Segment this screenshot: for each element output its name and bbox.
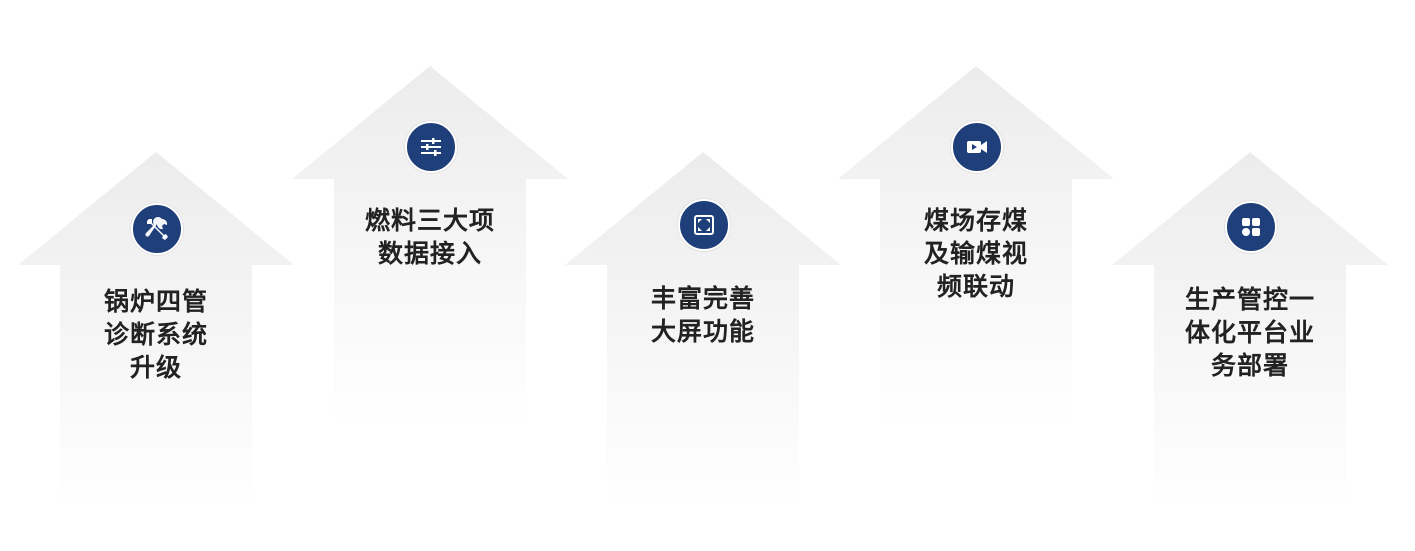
up-arrow-shape [1112, 152, 1388, 512]
up-arrow-shape [565, 152, 841, 512]
arrow-item-2: 燃料三大项 数据接入 [292, 66, 568, 426]
up-arrow-shape [292, 66, 568, 426]
arrow-item-5: 生产管控一 体化平台业 务部署 [1112, 152, 1388, 512]
arrow-item-4: 煤场存煤 及输煤视 频联动 [838, 66, 1114, 426]
item-label-5: 生产管控一 体化平台业 务部署 [1184, 285, 1315, 380]
grid-apps-icon [1225, 201, 1277, 253]
arrow-item-3: 丰富完善 大屏功能 [565, 152, 841, 512]
arrow-item-1: 锅炉四管 诊断系统 升级 [18, 152, 294, 512]
item-label-3: 丰富完善 大屏功能 [650, 284, 755, 346]
video-camera-icon [951, 121, 1003, 173]
item-label-1: 锅炉四管 诊断系统 升级 [103, 287, 208, 382]
item-label-4: 煤场存煤 及输煤视 频联动 [923, 206, 1028, 301]
up-arrow-shape [18, 152, 294, 512]
item-label-2: 燃料三大项 数据接入 [364, 206, 495, 268]
up-arrow-shape [838, 66, 1114, 426]
fullscreen-icon [678, 199, 730, 251]
wrench-screwdriver-icon [131, 203, 183, 255]
sliders-icon [405, 121, 457, 173]
